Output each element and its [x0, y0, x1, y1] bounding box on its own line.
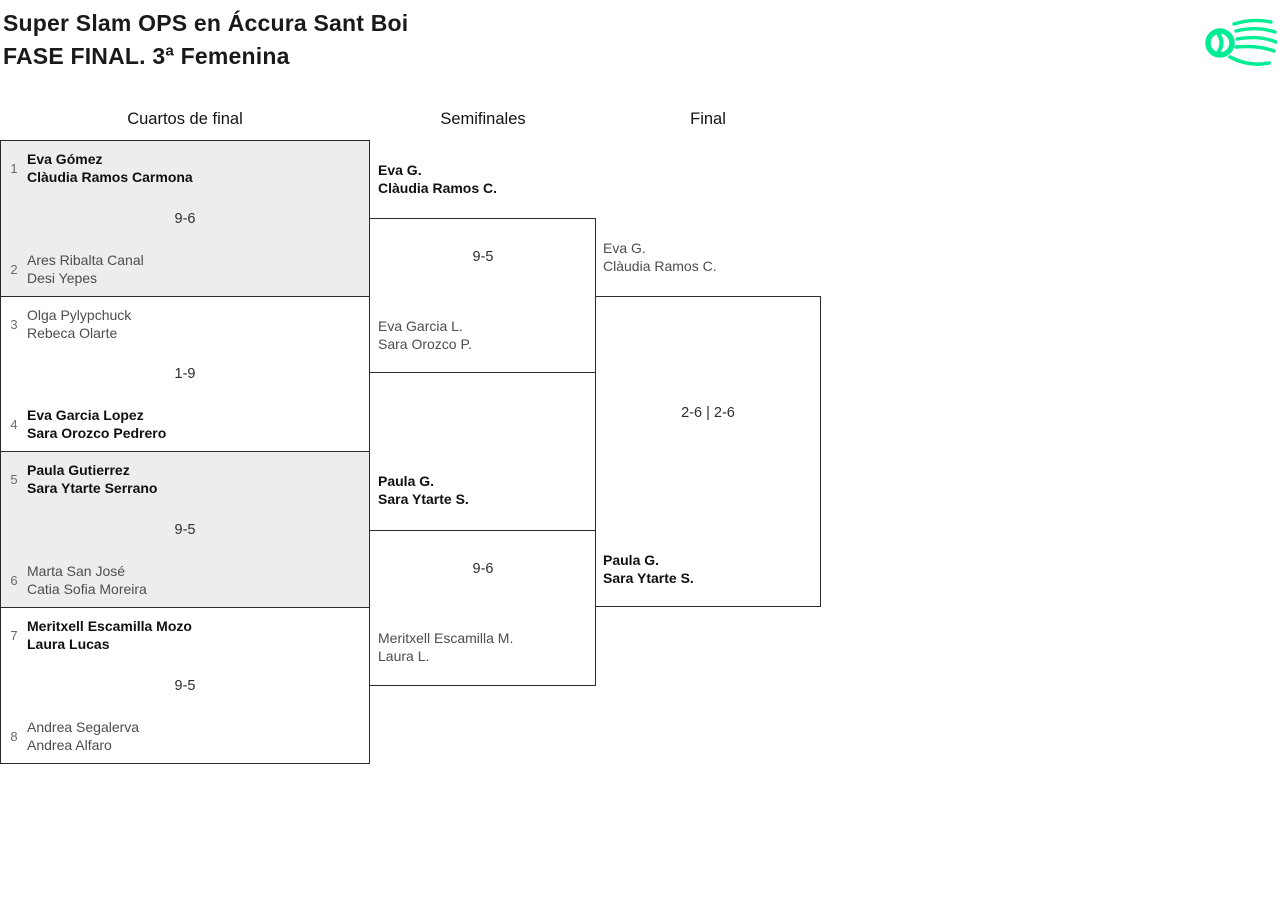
team-label: Eva G. Clàudia Ramos C. — [378, 161, 497, 197]
seed-number: 2 — [10, 261, 18, 277]
team-label: Andrea Segalerva Andrea Alfaro — [27, 718, 369, 754]
team-label: Eva Garcia Lopez Sara Orozco Pedrero — [27, 406, 369, 442]
team-label: Marta San José Catia Sofia Moreira — [27, 562, 369, 598]
player-name: Meritxell Escamilla Mozo — [27, 618, 192, 634]
match-score: 9-5 — [174, 521, 196, 538]
team-label: Paula G. Sara Ytarte S. — [603, 551, 694, 587]
player-name: Clàudia Ramos Carmona — [27, 169, 193, 185]
player-name: Meritxell Escamilla M. — [378, 630, 514, 646]
match-score: 9-5 — [472, 249, 494, 265]
quarterfinal-match-1: 1 Eva Gómez Clàudia Ramos Carmona 9-6 2 … — [0, 140, 370, 297]
page-title: Super Slam OPS en Áccura Sant Boi FASE F… — [3, 7, 408, 73]
team-label: Eva Gómez Clàudia Ramos Carmona — [27, 150, 369, 186]
seed-number: 8 — [10, 728, 18, 744]
team-row: 8 Andrea Segalerva Andrea Alfaro — [1, 718, 369, 754]
player-name: Laura L. — [378, 648, 430, 664]
player-name: Eva Garcia L. — [378, 318, 463, 334]
player-name: Sara Ytarte S. — [378, 491, 469, 507]
player-name: Marta San José — [27, 563, 126, 579]
team-label: Olga Pylypchuck Rebeca Olarte — [27, 306, 369, 342]
player-name: Clàudia Ramos C. — [378, 180, 498, 196]
quarterfinal-match-2: 3 Olga Pylypchuck Rebeca Olarte 1-9 4 Ev… — [0, 296, 370, 452]
player-name: Paula G. — [378, 473, 435, 489]
page-title-line2: FASE FINAL. 3ª Femenina — [3, 43, 290, 69]
player-name: Rebeca Olarte — [27, 325, 118, 341]
ball-swoosh-logo-icon — [1203, 15, 1278, 69]
player-name: Desi Yepes — [27, 270, 98, 286]
match-score: 9-6 — [472, 561, 494, 577]
seed-number: 7 — [10, 627, 18, 643]
quarterfinal-match-4: 7 Meritxell Escamilla Mozo Laura Lucas 9… — [0, 607, 370, 764]
round-header-quarterfinals: Cuartos de final — [127, 110, 243, 128]
team-row: 7 Meritxell Escamilla Mozo Laura Lucas — [1, 617, 369, 653]
team-label: Paula G. Sara Ytarte S. — [378, 472, 469, 508]
team-label: Meritxell Escamilla Mozo Laura Lucas — [27, 617, 369, 653]
semifinal-match-2-box — [369, 530, 596, 686]
player-name: Sara Orozco Pedrero — [27, 425, 167, 441]
team-label: Paula Gutierrez Sara Ytarte Serrano — [27, 461, 369, 497]
player-name: Catia Sofia Moreira — [27, 581, 147, 597]
player-name: Eva G. — [603, 240, 646, 256]
team-label: Eva Garcia L. Sara Orozco P. — [378, 317, 472, 353]
player-name: Sara Ytarte Serrano — [27, 480, 158, 496]
player-name: Ares Ribalta Canal — [27, 252, 144, 268]
team-row: 2 Ares Ribalta Canal Desi Yepes — [1, 251, 369, 287]
seed-number: 4 — [10, 416, 18, 432]
round-header-semifinals: Semifinales — [440, 110, 526, 128]
player-name: Andrea Segalerva — [27, 719, 140, 735]
player-name: Eva Garcia Lopez — [27, 407, 144, 423]
team-row: 4 Eva Garcia Lopez Sara Orozco Pedrero — [1, 406, 369, 442]
match-score: 2-6 | 2-6 — [681, 405, 735, 421]
team-label: Meritxell Escamilla M. Laura L. — [378, 629, 513, 665]
player-name: Sara Ytarte S. — [603, 570, 694, 586]
match-score: 9-6 — [174, 210, 196, 227]
player-name: Paula G. — [603, 552, 660, 568]
seed-number: 5 — [10, 471, 18, 487]
player-name: Sara Orozco P. — [378, 336, 472, 352]
final-match-box — [595, 296, 821, 607]
team-row: 5 Paula Gutierrez Sara Ytarte Serrano — [1, 461, 369, 497]
team-row: 1 Eva Gómez Clàudia Ramos Carmona — [1, 150, 369, 186]
page-title-line1: Super Slam OPS en Áccura Sant Boi — [3, 10, 409, 36]
seed-number: 3 — [10, 316, 18, 332]
match-score: 1-9 — [174, 366, 196, 382]
match-score: 9-5 — [174, 677, 196, 694]
quarterfinal-match-3: 5 Paula Gutierrez Sara Ytarte Serrano 9-… — [0, 451, 370, 608]
team-row: 6 Marta San José Catia Sofia Moreira — [1, 562, 369, 598]
seed-number: 6 — [10, 572, 18, 588]
team-label: Ares Ribalta Canal Desi Yepes — [27, 251, 369, 287]
round-header-final: Final — [690, 110, 726, 128]
player-name: Paula Gutierrez — [27, 462, 130, 478]
seed-number: 1 — [10, 160, 18, 176]
player-name: Olga Pylypchuck — [27, 307, 132, 323]
team-row: 3 Olga Pylypchuck Rebeca Olarte — [1, 306, 369, 342]
player-name: Laura Lucas — [27, 636, 110, 652]
player-name: Andrea Alfaro — [27, 737, 112, 753]
semifinal-match-1-box — [369, 218, 596, 373]
player-name: Clàudia Ramos C. — [603, 258, 717, 274]
player-name: Eva Gómez — [27, 151, 103, 167]
team-label: Eva G. Clàudia Ramos C. — [603, 239, 717, 275]
player-name: Eva G. — [378, 162, 422, 178]
